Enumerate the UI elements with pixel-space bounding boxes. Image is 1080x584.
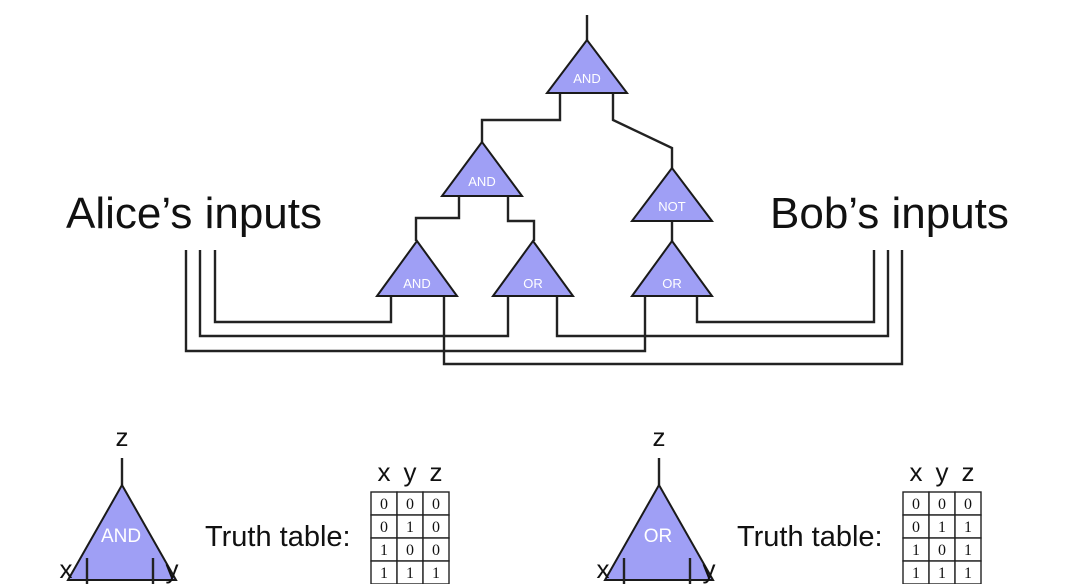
truth-table-header: y <box>404 457 417 487</box>
truth-table-cell: 1 <box>406 519 414 536</box>
alice-inputs-label: Alice’s inputs <box>66 189 322 238</box>
or-input-x: x <box>597 554 610 584</box>
truth-table-cell: 1 <box>964 542 972 559</box>
truth-table-cell: 1 <box>938 519 946 536</box>
truth-table-cell: 1 <box>964 565 972 582</box>
truth-table-cell: 0 <box>912 496 920 513</box>
truth-table-cell: 0 <box>380 496 388 513</box>
truth-table-header: z <box>962 457 975 487</box>
gate-mid-right-label: NOT <box>658 199 686 214</box>
bob-inputs-label: Bob’s inputs <box>770 189 1009 238</box>
truth-table-header: z <box>430 457 443 487</box>
truth-table-cell: 1 <box>380 542 388 559</box>
gate-top-label: AND <box>573 71 600 86</box>
truth-table-cell: 0 <box>406 542 414 559</box>
gate-bottom-right-or: OR <box>630 239 714 297</box>
truth-table-cell: 1 <box>406 565 414 582</box>
or-input-y: y <box>703 554 716 584</box>
gate-bottom-mid-label: OR <box>523 276 543 291</box>
or-truth-table-label: Truth table: <box>737 521 883 553</box>
truth-table-cell: 0 <box>380 519 388 536</box>
and-truth-table-label: Truth table: <box>205 521 351 553</box>
and-output-var: z <box>116 422 129 452</box>
truth-table-header: x <box>378 457 391 487</box>
gate-bottom-left-label: AND <box>403 276 430 291</box>
circuit-wires <box>184 15 904 366</box>
or-gate-label: OR <box>644 526 673 547</box>
gate-mid-left-label: AND <box>468 174 495 189</box>
truth-table-cell: 0 <box>432 519 440 536</box>
and-gate-label: AND <box>101 526 141 547</box>
and-input-y: y <box>166 554 179 584</box>
gate-mid-left-and: AND <box>440 140 524 197</box>
truth-table-cell: 0 <box>432 542 440 559</box>
truth-table-cell: 0 <box>964 496 972 513</box>
truth-table-cell: 1 <box>938 565 946 582</box>
truth-table-cell: 1 <box>912 542 920 559</box>
truth-table-header: x <box>910 457 923 487</box>
gate-bottom-mid-or: OR <box>491 239 575 297</box>
truth-table-cell: 1 <box>432 565 440 582</box>
gate-bottom-left-and: AND <box>375 239 459 297</box>
truth-table-cell-border <box>954 560 982 584</box>
and-input-x: x <box>60 554 73 584</box>
truth-table-cell: 0 <box>912 519 920 536</box>
truth-table-cell: 1 <box>380 565 388 582</box>
truth-table-cell: 0 <box>432 496 440 513</box>
truth-table-cell: 0 <box>938 496 946 513</box>
truth-table-cell: 0 <box>406 496 414 513</box>
truth-table-cell-border <box>422 560 450 584</box>
truth-table-cell: 1 <box>912 565 920 582</box>
truth-table-cell: 1 <box>964 519 972 536</box>
gate-top-and: AND <box>544 38 630 94</box>
gate-mid-right-not: NOT <box>629 166 715 222</box>
truth-table-header: y <box>936 457 949 487</box>
truth-table-cell: 0 <box>938 542 946 559</box>
gate-bottom-right-label: OR <box>662 276 682 291</box>
or-output-var: z <box>653 422 666 452</box>
